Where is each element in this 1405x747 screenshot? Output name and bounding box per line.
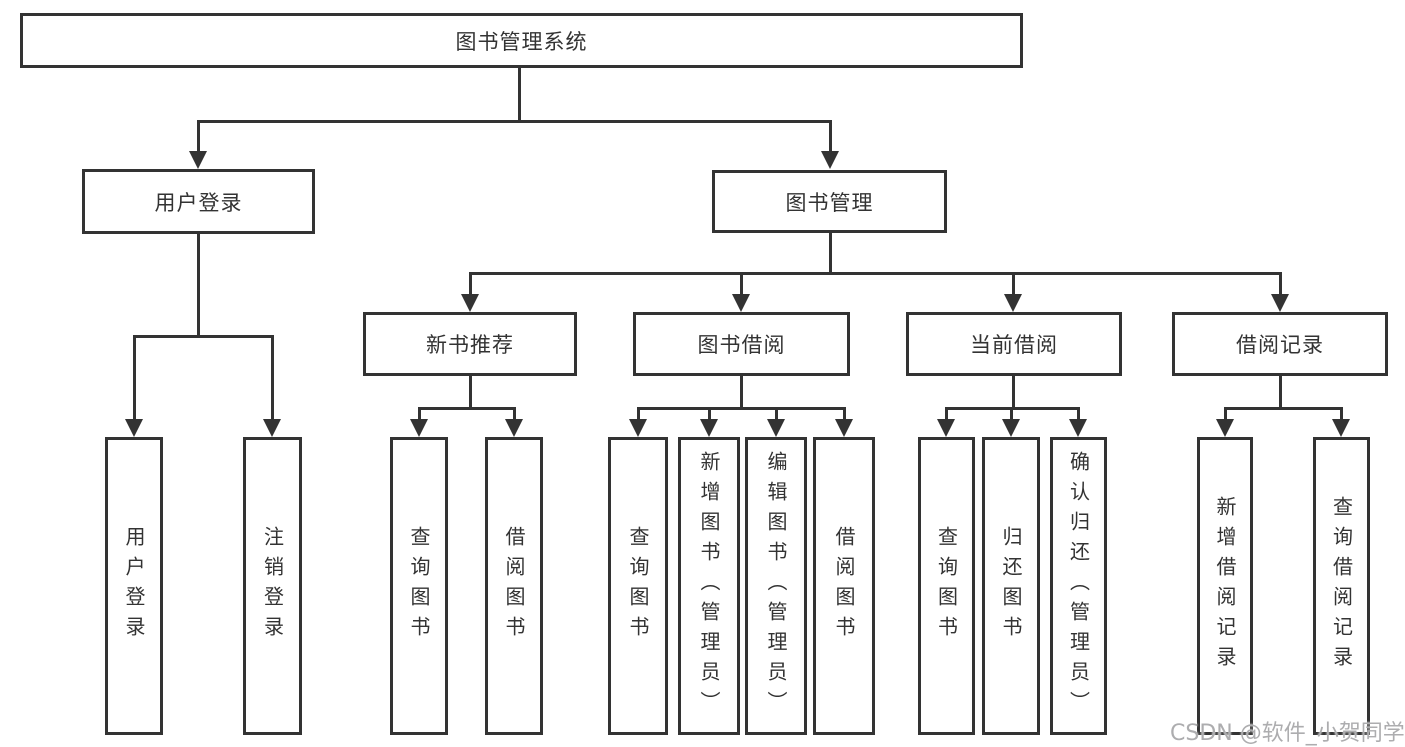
arrow-down-icon	[937, 419, 955, 437]
leaf-records-add-record: 新增借阅记录	[1197, 437, 1253, 735]
arrow-down-icon	[1271, 294, 1289, 312]
connector-line	[133, 335, 274, 338]
connector-line	[1224, 407, 1343, 410]
arrow-down-icon	[189, 151, 207, 169]
connector-line	[518, 68, 521, 120]
leaf-records-query-record: 查询借阅记录	[1313, 437, 1370, 735]
connector-line	[271, 335, 274, 421]
connector-line	[1012, 272, 1015, 298]
arrow-down-icon	[700, 419, 718, 437]
arrow-down-icon	[767, 419, 785, 437]
leaf-recommend-borrow-books: 借阅图书	[485, 437, 543, 735]
connector-line	[469, 376, 472, 407]
node-root: 图书管理系统	[20, 13, 1023, 68]
node-book-borrow: 图书借阅	[633, 312, 850, 376]
connector-line	[1279, 376, 1282, 407]
arrow-down-icon	[1004, 294, 1022, 312]
arrow-down-icon	[505, 419, 523, 437]
connector-line	[1279, 272, 1282, 298]
connector-line	[637, 407, 846, 410]
watermark: CSDN @软件_小贺同学	[1170, 721, 1405, 746]
connector-line	[708, 407, 711, 423]
leaf-borrow-query-books: 查询图书	[608, 437, 668, 735]
leaf-borrow-edit-books-admin: 编辑图书（管理员）	[745, 437, 807, 735]
connector-line	[418, 407, 421, 423]
connector-line	[513, 407, 516, 423]
connector-line	[1224, 407, 1227, 423]
leaf-user-login: 用户登录	[105, 437, 163, 735]
connector-line	[829, 120, 832, 153]
leaf-logout: 注销登录	[243, 437, 302, 735]
connector-line	[1010, 407, 1013, 423]
connector-line	[829, 233, 832, 272]
arrow-down-icon	[1216, 419, 1234, 437]
arrow-down-icon	[821, 151, 839, 169]
arrow-down-icon	[263, 419, 281, 437]
connector-line	[197, 120, 831, 123]
arrow-down-icon	[732, 294, 750, 312]
connector-line	[469, 272, 472, 298]
node-new-book-recommend: 新书推荐	[363, 312, 577, 376]
connector-line	[197, 120, 200, 153]
arrow-down-icon	[629, 419, 647, 437]
leaf-current-return-books: 归还图书	[982, 437, 1040, 735]
connector-line	[1340, 407, 1343, 423]
connector-line	[945, 407, 948, 423]
node-borrow-records: 借阅记录	[1172, 312, 1388, 376]
leaf-current-query-books: 查询图书	[918, 437, 975, 735]
connector-line	[1077, 407, 1080, 423]
connector-line	[133, 335, 136, 421]
connector-line	[740, 376, 743, 407]
arrow-down-icon	[125, 419, 143, 437]
node-user-login: 用户登录	[82, 169, 315, 234]
connector-line	[197, 234, 200, 335]
arrow-down-icon	[461, 294, 479, 312]
leaf-borrow-add-books-admin: 新增图书（管理员）	[678, 437, 740, 735]
connector-line	[1012, 376, 1015, 407]
arrow-down-icon	[410, 419, 428, 437]
arrow-down-icon	[1069, 419, 1087, 437]
connector-line	[469, 272, 1282, 275]
arrow-down-icon	[1002, 419, 1020, 437]
connector-line	[740, 272, 743, 298]
connector-line	[775, 407, 778, 423]
node-current-borrow: 当前借阅	[906, 312, 1122, 376]
connector-line	[418, 407, 516, 410]
connector-line	[637, 407, 640, 423]
leaf-recommend-query-books: 查询图书	[390, 437, 448, 735]
arrow-down-icon	[1332, 419, 1350, 437]
leaf-current-confirm-return-admin: 确认归还（管理员）	[1050, 437, 1107, 735]
leaf-borrow-borrow-books: 借阅图书	[813, 437, 875, 735]
node-book-management: 图书管理	[712, 170, 947, 233]
connector-line	[843, 407, 846, 423]
arrow-down-icon	[835, 419, 853, 437]
